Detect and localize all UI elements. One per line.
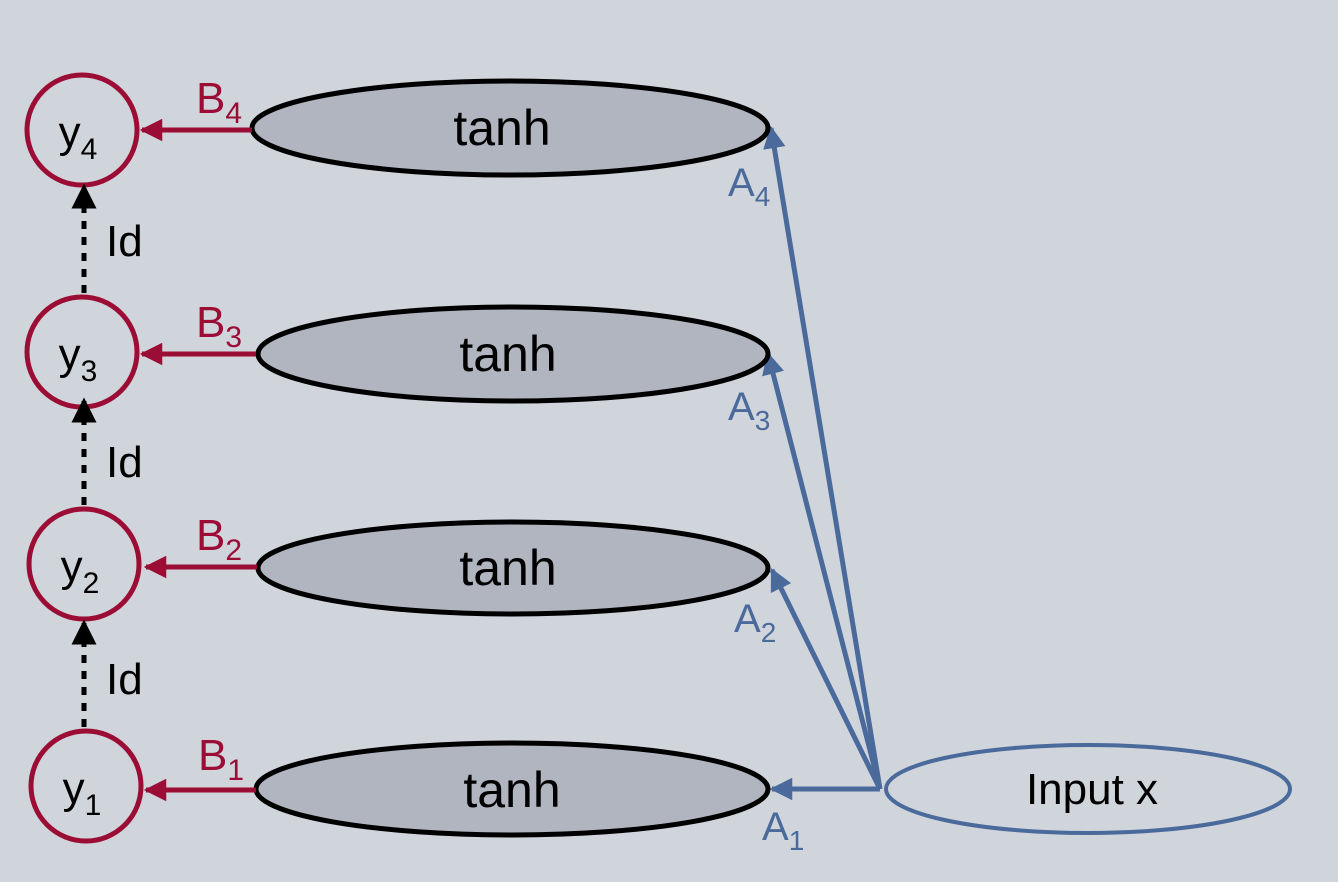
weight-label-b4: B4 (196, 74, 242, 130)
tanh-label: tanh (453, 100, 550, 156)
tanh-node-4: tanh (249, 78, 771, 178)
arrow-a2 (769, 567, 883, 791)
tanh-label: tanh (459, 326, 556, 382)
weight-label-a2: A2 (734, 597, 776, 648)
output-node-2: y2 (26, 506, 142, 622)
tanh-node-1: tanh (253, 740, 771, 838)
input-node: Input x (884, 743, 1292, 835)
output-label-3: y3 (59, 330, 98, 388)
tanh-node-3: tanh (255, 304, 771, 404)
weight-label-a3: A3 (728, 385, 770, 436)
identity-label-1-2: Id (106, 655, 143, 704)
output-label-1: y1 (63, 764, 102, 822)
output-node-3: y3 (24, 294, 140, 410)
output-node-1: y1 (28, 728, 144, 844)
output-label-2: y2 (61, 542, 100, 600)
identity-label-3-4: Id (106, 217, 143, 266)
tanh-node-2: tanh (255, 519, 771, 617)
weight-label-b3: B3 (196, 298, 242, 354)
arrow-a3 (762, 351, 883, 790)
identity-label-2-3: Id (106, 438, 143, 487)
input-label: Input x (1026, 765, 1158, 814)
tanh-label: tanh (463, 762, 560, 818)
weight-label-a1: A1 (762, 805, 804, 856)
output-label-4: y4 (59, 108, 98, 166)
tanh-label: tanh (459, 540, 556, 596)
arrow-a4 (763, 125, 883, 790)
weight-label-a4: A4 (728, 161, 770, 212)
weight-label-b2: B2 (196, 511, 242, 567)
weight-label-b1: B1 (198, 731, 244, 787)
output-node-4: y4 (24, 72, 140, 188)
